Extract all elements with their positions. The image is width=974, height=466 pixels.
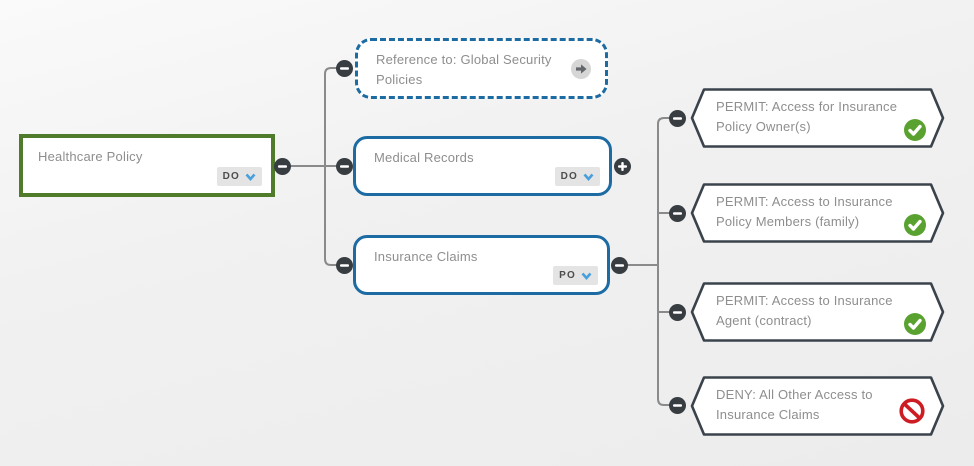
minus-icon [673,311,682,314]
rule-label-line1: PERMIT: Access to Insurance [716,194,893,209]
collapse-button-rule3[interactable] [669,304,686,321]
rule-hexagon-shape [690,376,945,436]
policy-reference-label: Reference to: Global Security Policies [376,50,571,90]
collapse-button-medical-left[interactable] [336,158,353,175]
policy-node-medical-records[interactable]: Medical Records DO [353,136,612,196]
minus-icon [340,264,349,267]
rule-node-deny-all-other[interactable]: DENY: All Other Access to Insurance Clai… [690,375,945,437]
policy-node-label: Insurance Claims [374,249,478,264]
minus-icon [278,165,287,168]
chevron-down-icon [581,272,592,280]
minus-icon [673,404,682,407]
collapse-button-rule2[interactable] [669,205,686,222]
rule-hexagon-shape [690,88,945,148]
rule-label-line1: PERMIT: Access to Insurance [716,293,893,308]
chevron-down-icon [583,173,594,181]
policy-node-label: Medical Records [374,150,474,165]
rule-label-line1: PERMIT: Access for Insurance [716,99,898,114]
policy-node-label: Healthcare Policy [38,149,143,164]
collapse-button-root[interactable] [274,158,291,175]
policy-node-healthcare[interactable]: Healthcare Policy DO [19,134,275,197]
combining-algorithm-value: DO [222,171,240,182]
combining-algorithm-dropdown[interactable]: PO [553,266,598,285]
permit-check-icon [904,119,926,141]
rule-label-line1: DENY: All Other Access to [716,387,873,402]
rule-hexagon-shape [690,282,945,342]
rule-node-permit-policy-owners[interactable]: PERMIT: Access for Insurance Policy Owne… [690,87,945,149]
rule-label: PERMIT: Access to Insurance Agent (contr… [716,291,908,331]
rule-label-line2: Policy Owner(s) [716,119,811,134]
combining-algorithm-value: PO [559,270,576,281]
arrow-right-icon [576,63,587,74]
collapse-button-insurance-left[interactable] [336,257,353,274]
rule-label: DENY: All Other Access to Insurance Clai… [716,385,908,425]
plus-icon [618,162,627,171]
rule-node-permit-policy-members[interactable]: PERMIT: Access to Insurance Policy Membe… [690,182,945,244]
combining-algorithm-value: DO [560,171,578,182]
minus-icon [340,165,349,168]
combining-algorithm-dropdown[interactable]: DO [554,167,600,186]
deny-icon [899,398,925,424]
rule-hexagon-shape [690,183,945,243]
collapse-button-reference[interactable] [336,60,353,77]
rule-label-line2: Policy Members (family) [716,214,860,229]
rule-node-permit-insurance-agent[interactable]: PERMIT: Access to Insurance Agent (contr… [690,281,945,343]
combining-algorithm-dropdown[interactable]: DO [216,167,262,186]
rule-label-line2: Insurance Claims [716,407,820,422]
expand-button-medical-records[interactable] [614,158,631,175]
connector-right-trunk [657,117,679,406]
minus-icon [673,212,682,215]
collapse-button-insurance-right[interactable] [611,257,628,274]
policy-reference-node[interactable]: Reference to: Global Security Policies [355,38,608,99]
policy-reference-label-line2: Policies [376,72,423,87]
minus-icon [615,264,624,267]
policy-node-insurance-claims[interactable]: Insurance Claims PO [353,235,610,295]
open-reference-button[interactable] [571,58,591,79]
rule-label-line2: Agent (contract) [716,313,812,328]
minus-icon [673,117,682,120]
minus-icon [340,67,349,70]
policy-reference-label-line1: Reference to: Global Security [376,52,552,67]
connector-left-trunk [324,67,346,266]
permit-check-icon [904,313,926,335]
rule-label: PERMIT: Access to Insurance Policy Membe… [716,192,908,232]
collapse-button-rule4[interactable] [669,397,686,414]
permit-check-icon [904,214,926,236]
collapse-button-rule1[interactable] [669,110,686,127]
chevron-down-icon [245,173,256,181]
rule-label: PERMIT: Access for Insurance Policy Owne… [716,97,908,137]
